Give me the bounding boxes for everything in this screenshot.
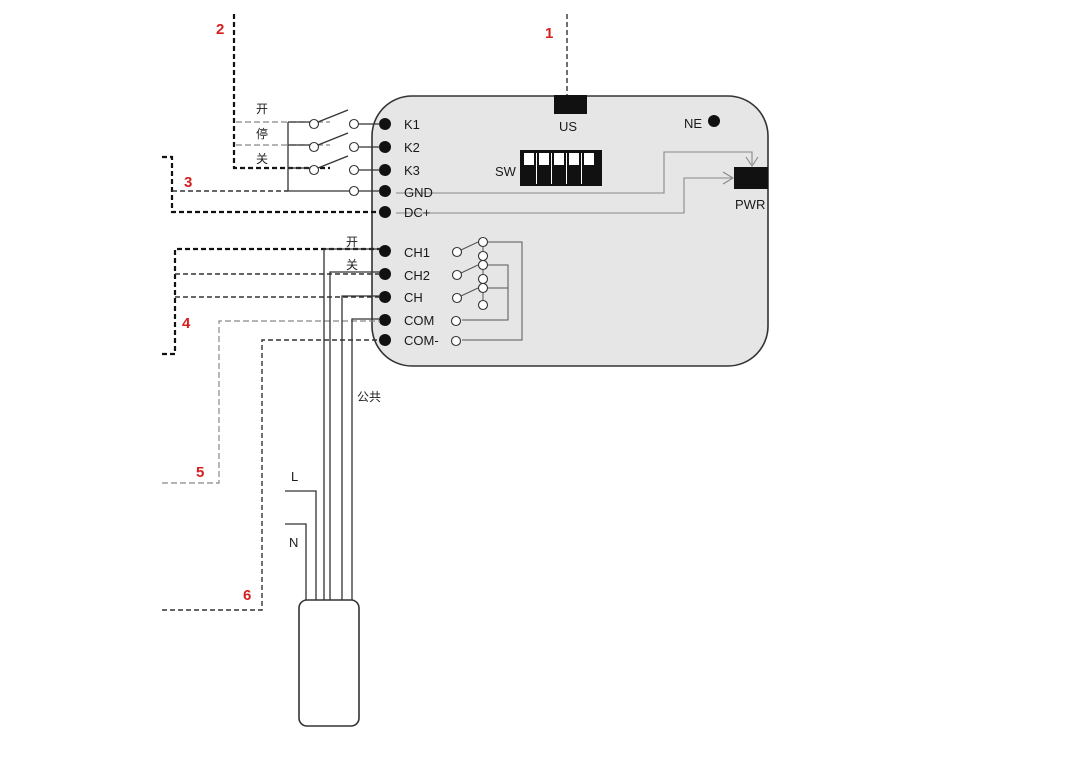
terminal-ch1-label: CH1: [404, 245, 430, 260]
motor-close-wire-label: 关: [346, 258, 358, 272]
us-port: US: [554, 14, 587, 134]
terminal-k3-dot: [379, 164, 391, 176]
terminal-ch-label: CH: [404, 290, 423, 305]
terminal-gnd-dot: [379, 185, 391, 197]
switch-stop-label: 停: [256, 126, 268, 141]
wall-switch-group: 开 停 关: [232, 14, 380, 197]
terminal-dc-label: DC+: [404, 205, 430, 220]
us-port-label: US: [559, 119, 577, 134]
terminal-k1-label: K1: [404, 117, 420, 132]
com-group: [162, 320, 380, 484]
neutral-wire-label: N: [289, 535, 298, 550]
terminal-k2-label: K2: [404, 140, 420, 155]
callout-6: 6: [243, 587, 251, 604]
dip-toggle-5: [584, 153, 594, 165]
dip-toggle-4: [569, 153, 579, 165]
switch-close-label: 关: [256, 152, 268, 166]
terminal-k2-dot: [379, 141, 391, 153]
ne-indicator: NE: [684, 115, 720, 131]
pwr-label: PWR: [735, 197, 765, 212]
dip-toggle-3: [554, 153, 564, 165]
motor-wires: 开 关 公共 L N: [285, 235, 381, 601]
ne-label: NE: [684, 116, 702, 131]
terminal-ch1-dot: [379, 245, 391, 257]
motor-open-wire-label: 开: [346, 235, 358, 249]
terminal-dots: [379, 118, 391, 346]
callout-numbers: 1 2 3 4 5 6: [182, 21, 553, 604]
callout-5: 5: [196, 464, 204, 481]
switch-open-label: 开: [256, 102, 268, 116]
callout-2: 2: [216, 21, 224, 38]
power-arrows: [396, 151, 759, 214]
com-neg-group: [162, 339, 380, 611]
motor-common-wire-label: 公共: [357, 390, 381, 404]
terminal-gnd-label: GND: [404, 185, 433, 200]
terminal-ch2-label: CH2: [404, 268, 430, 283]
terminal-com-dot: [379, 314, 391, 326]
terminal-labels: K1 K2 K3 GND DC+ CH1 CH2 CH COM COM-: [404, 117, 439, 348]
terminal-com-neg-label: COM-: [404, 333, 439, 348]
terminal-dc-dot: [379, 206, 391, 218]
live-wire-label: L: [291, 469, 298, 484]
dip-toggle-1: [524, 153, 534, 165]
dip-switch: SW: [495, 150, 602, 186]
motor-body: [298, 599, 360, 727]
terminal-com-label: COM: [404, 313, 434, 328]
callout-3: 3: [184, 174, 192, 191]
dip-toggle-2: [539, 153, 549, 165]
terminal-ch-dot: [379, 291, 391, 303]
power-input-group: [162, 155, 380, 214]
callout-1: 1: [545, 25, 553, 42]
terminal-ch2-dot: [379, 268, 391, 280]
callout-4: 4: [182, 315, 191, 332]
terminal-k1-dot: [379, 118, 391, 130]
terminal-k3-label: K3: [404, 163, 420, 178]
pwr-port: PWR: [734, 167, 768, 212]
terminal-com-neg-dot: [379, 334, 391, 346]
internal-relays: [450, 236, 523, 347]
channel-input-group: [162, 247, 380, 356]
dip-switch-label: SW: [495, 164, 517, 179]
ne-led-icon: [708, 115, 720, 127]
